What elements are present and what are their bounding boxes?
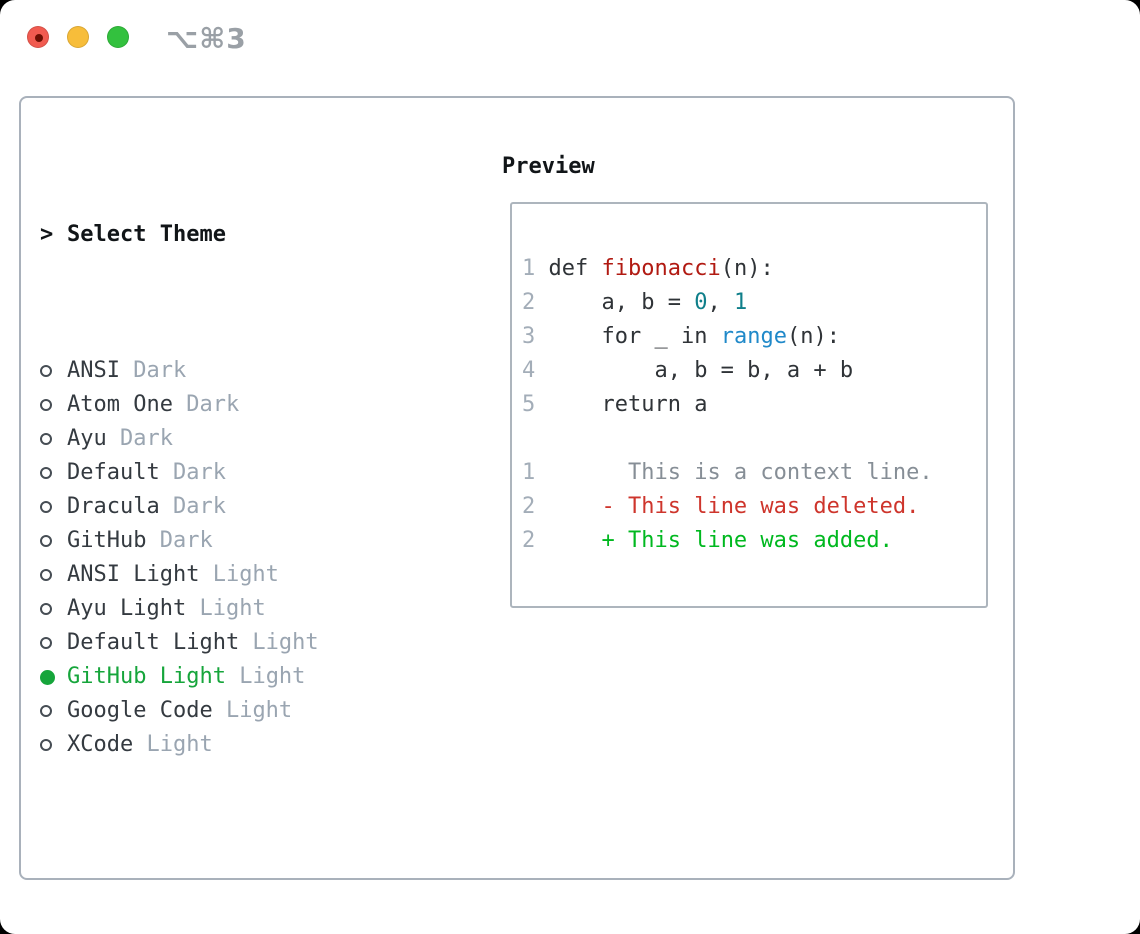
- theme-name-label: Google Code: [67, 698, 213, 723]
- theme-name-label: Dracula: [67, 494, 160, 519]
- theme-variant-label: Dark: [119, 358, 187, 383]
- theme-option-ayu-light[interactable]: Ayu Light Light: [40, 592, 480, 626]
- code-line: 2 + This line was added.: [522, 528, 893, 553]
- theme-variant-label: Light: [133, 732, 213, 757]
- radio-icon: [40, 365, 67, 377]
- theme-name-label: Ayu: [67, 426, 107, 451]
- theme-name-label: Default Light: [67, 630, 240, 655]
- select-theme-header: > Select Theme: [40, 218, 480, 252]
- minimize-button[interactable]: [67, 26, 89, 48]
- radio-icon: [40, 535, 67, 547]
- code-line: [522, 422, 976, 456]
- theme-variant-label: Dark: [159, 460, 226, 485]
- theme-option-ayu[interactable]: Ayu Dark: [40, 422, 480, 456]
- radio-icon: [40, 637, 67, 649]
- preview-box: 1 def fibonacci(n): 2 a, b = 0, 1 3 for _ …: [510, 202, 988, 608]
- theme-option-default[interactable]: Default Dark: [40, 456, 480, 490]
- theme-variant-label: Dark: [146, 528, 213, 553]
- radio-icon: [40, 399, 67, 411]
- spacer: [40, 830, 480, 864]
- theme-variant-label: Light: [239, 630, 319, 655]
- theme-variant-label: Light: [199, 562, 279, 587]
- code-line: 1 This is a context line.: [522, 460, 933, 485]
- theme-option-xcode[interactable]: XCode Light: [40, 728, 480, 762]
- code-line: 2 a, b = 0, 1: [522, 290, 748, 315]
- select-theme-title: Select Theme: [67, 222, 226, 247]
- code-line: 5 return a: [522, 392, 708, 417]
- theme-name-label: Default: [67, 460, 160, 485]
- theme-variant-label: Light: [186, 596, 266, 621]
- theme-option-github-light[interactable]: GitHub Light Light: [40, 660, 480, 694]
- titlebar: ⌥⌘3: [0, 0, 1140, 75]
- theme-name-label: ANSI: [67, 358, 120, 383]
- window-title: ⌥⌘3: [166, 22, 247, 55]
- close-button[interactable]: [27, 26, 49, 48]
- theme-name-label: Ayu Light: [67, 596, 187, 621]
- theme-option-github[interactable]: GitHub Dark: [40, 524, 480, 558]
- code-line: 2 - This line was deleted.: [522, 494, 920, 519]
- theme-option-dracula[interactable]: Dracula Dark: [40, 490, 480, 524]
- theme-name-label: GitHub Light: [67, 664, 226, 689]
- theme-option-atom-one[interactable]: Atom One Dark: [40, 388, 480, 422]
- zoom-button[interactable]: [107, 26, 129, 48]
- theme-name-label: GitHub: [67, 528, 147, 553]
- theme-variant-label: Dark: [106, 426, 173, 451]
- theme-name-label: Atom One: [67, 392, 173, 417]
- theme-option-google-code[interactable]: Google Code Light: [40, 694, 480, 728]
- selected-radio-icon: [40, 669, 67, 685]
- radio-icon: [40, 705, 67, 717]
- traffic-lights: [27, 26, 129, 48]
- code-line: 4 a, b = b, a + b: [522, 358, 854, 383]
- radio-icon: [40, 569, 67, 581]
- theme-option-ansi-light[interactable]: ANSI Light Light: [40, 558, 480, 592]
- prompt-caret-icon: >: [40, 222, 54, 247]
- code-line: 1 def fibonacci(n):: [522, 256, 774, 281]
- radio-icon: [40, 603, 67, 615]
- radio-icon: [40, 739, 67, 751]
- theme-name-label: XCode: [67, 732, 134, 757]
- theme-variant-label: Light: [212, 698, 293, 723]
- radio-icon: [40, 433, 67, 445]
- theme-name-label: ANSI Light: [67, 562, 200, 587]
- theme-option-default-light[interactable]: Default Light Light: [40, 626, 480, 660]
- code-line: 3 for _ in range(n):: [522, 324, 840, 349]
- radio-icon: [40, 501, 67, 513]
- preview-title: Preview: [502, 154, 595, 179]
- theme-variant-label: Light: [225, 664, 306, 689]
- radio-icon: [40, 467, 67, 479]
- theme-variant-label: Dark: [172, 392, 240, 417]
- theme-variant-label: Dark: [159, 494, 226, 519]
- theme-option-ansi[interactable]: ANSI Dark: [40, 354, 480, 388]
